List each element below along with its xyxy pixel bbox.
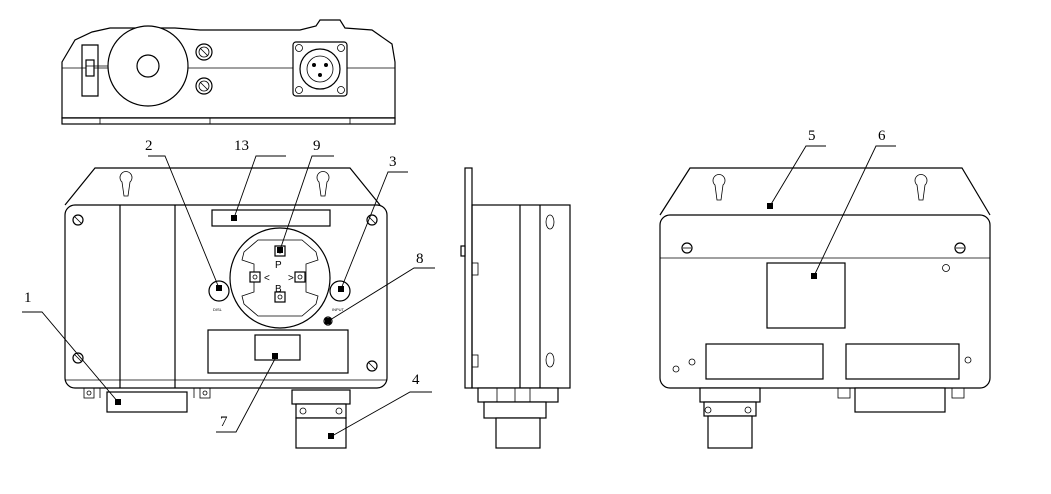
svg-text:DISL: DISL [213, 307, 223, 312]
svg-text:INPUT: INPUT [332, 307, 345, 312]
callout-1: 1 [22, 290, 121, 405]
svg-text:1: 1 [24, 290, 32, 306]
front-body [64, 204, 388, 389]
front-mounting-plate [64, 167, 381, 206]
front-bottom-connector [83, 387, 211, 413]
front-keyhole-left [119, 171, 133, 197]
top-view-screw-lower [195, 77, 213, 95]
rear-label-plate [766, 262, 846, 329]
svg-text:9: 9 [313, 138, 321, 154]
front-screw-tl [72, 214, 84, 226]
callout-13: 13 [231, 138, 286, 221]
rear-view [659, 167, 991, 449]
top-view-screw-upper [195, 43, 213, 61]
svg-text:8: 8 [416, 251, 424, 267]
front-knob-right: INPUT [329, 280, 351, 312]
svg-text:2: 2 [145, 138, 153, 154]
dial-label-left: < [264, 273, 270, 284]
top-view-canister-hub [136, 54, 160, 78]
front-screw-bl [72, 352, 84, 364]
front-label-strip [211, 209, 331, 227]
rear-keyhole-right [914, 174, 928, 201]
dial-port-b [274, 291, 286, 303]
rear-window-left [705, 343, 824, 380]
top-view-clip [85, 59, 95, 77]
rear-window-right [845, 343, 960, 380]
callout-5: 5 [767, 128, 826, 209]
side-mounting-plate [464, 167, 473, 389]
front-keyhole-right [316, 171, 330, 197]
dial-port-right [294, 271, 306, 283]
side-fitting [495, 417, 541, 449]
rear-bottom-connector [854, 387, 946, 413]
svg-text:7: 7 [220, 414, 228, 430]
svg-text:3: 3 [389, 154, 397, 170]
dial-label-b: B [275, 284, 282, 295]
callout-8: 8 [325, 251, 435, 324]
svg-text:5: 5 [808, 128, 816, 144]
rear-bottom-fitting [699, 387, 761, 403]
front-view: P B < > DISL INPUT [64, 167, 388, 449]
rear-mounting-plate [659, 167, 991, 216]
top-view-bracket [81, 44, 99, 97]
side-body [471, 204, 571, 389]
svg-text:6: 6 [878, 128, 886, 144]
svg-text:13: 13 [234, 138, 249, 154]
callout-7: 7 [216, 353, 278, 433]
rear-keyhole-left [712, 174, 726, 201]
svg-text:4: 4 [412, 372, 420, 388]
rear-body [659, 214, 991, 389]
callout-9: 9 [277, 138, 334, 253]
top-view-housing [61, 19, 396, 119]
callout-6: 6 [811, 128, 896, 279]
dial-label-right: > [288, 273, 294, 284]
side-bottom-connector [477, 387, 559, 403]
callout-3: 3 [338, 154, 408, 292]
side-view [460, 167, 571, 449]
front-bottom-fitting [291, 389, 351, 449]
top-view-flange [61, 117, 396, 125]
dial-port-left [249, 271, 261, 283]
top-view [61, 19, 396, 125]
front-selector-dial: P B < > [229, 227, 331, 329]
top-view-connector [292, 41, 348, 97]
callouts: 1 2 13 9 3 8 [22, 128, 896, 439]
front-screw-br [366, 360, 378, 372]
callout-4: 4 [328, 372, 432, 439]
dial-label-p: P [275, 260, 282, 271]
callout-2: 2 [145, 138, 222, 291]
